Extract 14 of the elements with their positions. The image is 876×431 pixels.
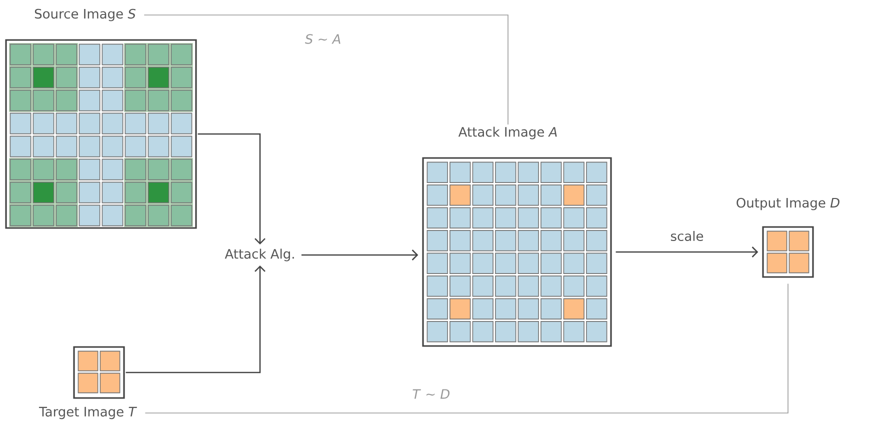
image-title: Target Image T (39, 406, 137, 420)
process-label: Attack Alg. (224, 248, 294, 262)
image-title: Source Image S (34, 8, 136, 22)
image-title: Attack Image A (458, 126, 557, 140)
edge-label: scale (670, 230, 704, 242)
edge-label: T ∼ D (412, 389, 450, 399)
arrow (301, 250, 418, 260)
connector-line (144, 283, 788, 414)
image-title: Output Image D (736, 198, 840, 210)
arrow (126, 265, 266, 374)
connector-line (144, 14, 508, 125)
arrow (616, 246, 758, 258)
arrow (198, 133, 266, 244)
edge-label: S ∼ A (305, 34, 340, 44)
